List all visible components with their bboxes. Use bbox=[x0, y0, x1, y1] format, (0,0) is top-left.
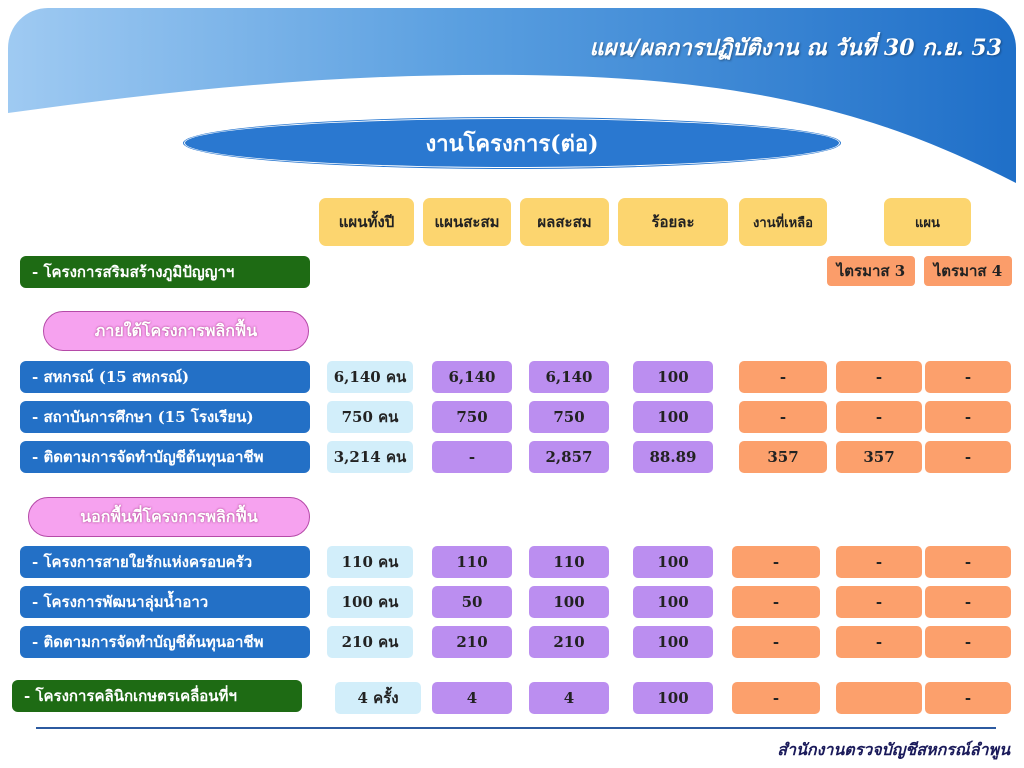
cell-remaining: - bbox=[739, 401, 827, 433]
cell-remaining: 357 bbox=[739, 441, 827, 473]
cell-annual: 750 คน bbox=[327, 401, 413, 433]
cell-annual: 110 คน bbox=[327, 546, 413, 578]
col-plan: แผน bbox=[884, 198, 971, 246]
row-label: - ติดตามการจัดทำบัญชีต้นทุนอาชีพ bbox=[20, 441, 310, 473]
cell-percent: 100 bbox=[633, 626, 713, 658]
row-label: - สถาบันการศึกษา (15 โรงเรียน) bbox=[20, 401, 310, 433]
cell-q3: - bbox=[836, 586, 922, 618]
section-banner: งานโครงการ(ต่อ) bbox=[184, 118, 840, 168]
cell-percent: 100 bbox=[633, 586, 713, 618]
cell-cum-result: 750 bbox=[529, 401, 609, 433]
cell-cum-result: 2,857 bbox=[529, 441, 609, 473]
cell-percent: 88.89 bbox=[633, 441, 713, 473]
cell-annual: 100 คน bbox=[327, 586, 413, 618]
cell-annual: 210 คน bbox=[327, 626, 413, 658]
row-label: - โครงการพัฒนาลุ่มน้ำอาว bbox=[20, 586, 310, 618]
cell-annual: 4 ครั้ง bbox=[335, 682, 421, 714]
project-title: - โครงการสริมสร้างภูมิปัญญาฯ bbox=[20, 256, 310, 288]
cell-q4: - bbox=[925, 441, 1011, 473]
cell-remaining: - bbox=[739, 361, 827, 393]
row-label: - สหกรณ์ (15 สหกรณ์) bbox=[20, 361, 310, 393]
group-label-outside: นอกพื้นที่โครงการพลิกฟื้น bbox=[28, 497, 310, 537]
cell-cum-plan: 110 bbox=[432, 546, 512, 578]
col-cumulative-result: ผลสะสม bbox=[520, 198, 609, 246]
col-percent: ร้อยละ bbox=[618, 198, 728, 246]
col-quarter-4: ไตรมาส 4 bbox=[924, 256, 1012, 286]
cell-percent: 100 bbox=[633, 546, 713, 578]
cell-cum-plan: - bbox=[432, 441, 512, 473]
cell-q3: - bbox=[836, 546, 922, 578]
cell-cum-result: 210 bbox=[529, 626, 609, 658]
cell-q4: - bbox=[925, 401, 1011, 433]
project-title: - โครงการคลินิกเกษตรเคลื่อนที่ฯ bbox=[12, 680, 302, 712]
cell-q3: - bbox=[836, 361, 922, 393]
cell-remaining: - bbox=[732, 586, 820, 618]
cell-cum-result: 6,140 bbox=[529, 361, 609, 393]
cell-cum-plan: 50 bbox=[432, 586, 512, 618]
cell-q4: - bbox=[925, 546, 1011, 578]
cell-cum-result: 110 bbox=[529, 546, 609, 578]
cell-cum-plan: 750 bbox=[432, 401, 512, 433]
cell-q3: 357 bbox=[836, 441, 922, 473]
col-quarter-3: ไตรมาส 3 bbox=[827, 256, 915, 286]
cell-q3: - bbox=[836, 626, 922, 658]
header-background bbox=[8, 8, 1016, 183]
row-label: - โครงการสายใยรักแห่งครอบครัว bbox=[20, 546, 310, 578]
cell-percent: 100 bbox=[633, 682, 713, 714]
cell-cum-result: 100 bbox=[529, 586, 609, 618]
group-label-inside: ภายใต้โครงการพลิกฟื้น bbox=[43, 311, 309, 351]
col-annual-plan: แผนทั้งปี bbox=[319, 198, 414, 246]
cell-q4: - bbox=[925, 626, 1011, 658]
cell-remaining: - bbox=[732, 682, 820, 714]
cell-annual: 3,214 คน bbox=[327, 441, 413, 473]
cell-cum-plan: 4 bbox=[432, 682, 512, 714]
slide-title: แผน/ผลการปฏิบัติงาน ณ วันที่ 30 ก.ย. 53 bbox=[589, 35, 1003, 61]
cell-cum-plan: 210 bbox=[432, 626, 512, 658]
footer-divider bbox=[36, 727, 996, 729]
row-label: - ติดตามการจัดทำบัญชีต้นทุนอาชีพ bbox=[20, 626, 310, 658]
cell-cum-result: 4 bbox=[529, 682, 609, 714]
cell-q4: - bbox=[925, 361, 1011, 393]
cell-annual: 6,140 คน bbox=[327, 361, 413, 393]
cell-q3: - bbox=[836, 401, 922, 433]
cell-cum-plan: 6,140 bbox=[432, 361, 512, 393]
cell-remaining: - bbox=[732, 626, 820, 658]
cell-q4: - bbox=[925, 682, 1011, 714]
cell-q3 bbox=[836, 682, 922, 714]
cell-q4: - bbox=[925, 586, 1011, 618]
cell-remaining: - bbox=[732, 546, 820, 578]
cell-percent: 100 bbox=[633, 401, 713, 433]
col-cumulative-plan: แผนสะสม bbox=[423, 198, 511, 246]
footer-text: สำนักงานตรวจบัญชีสหกรณ์ลำพูน bbox=[777, 740, 1010, 759]
cell-percent: 100 bbox=[633, 361, 713, 393]
col-remaining: งานที่เหลือ bbox=[739, 198, 827, 246]
